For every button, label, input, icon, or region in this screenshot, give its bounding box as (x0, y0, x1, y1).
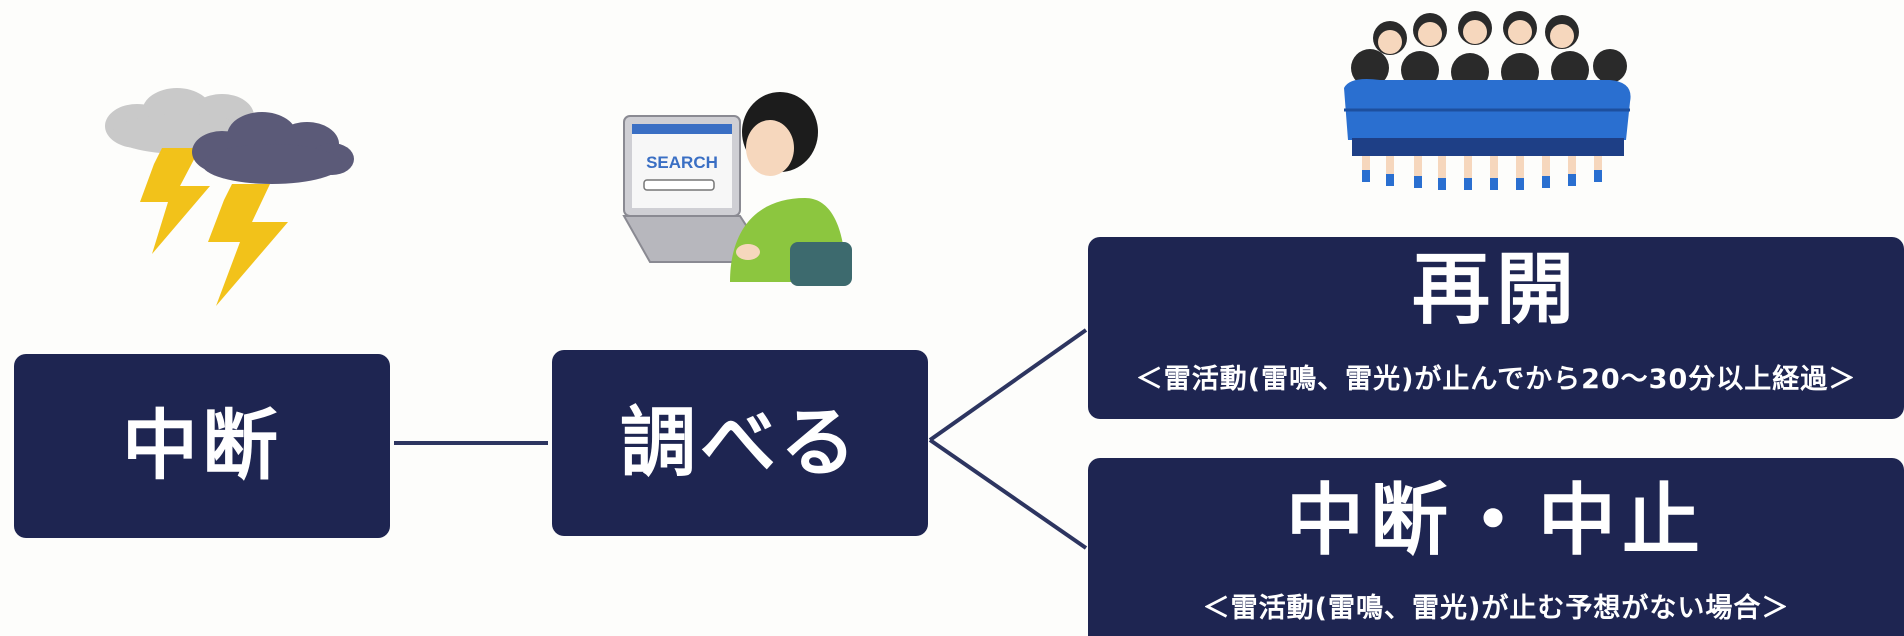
person-searching-laptop-icon: SEARCH (622, 92, 852, 286)
chair-back (790, 242, 852, 286)
outcome-stop-condition: ＜雷活動(雷鳴、雷光)が止む予想がない場合＞ (1202, 593, 1790, 624)
step-chudan-box: 中断 (14, 354, 390, 538)
gray-cloud (105, 88, 254, 154)
team-legs (1362, 156, 1602, 186)
person-hand (736, 244, 760, 260)
team-huddle-icon (1344, 11, 1631, 190)
connector-to-saikai (928, 328, 1088, 442)
outcome-resume-box: 再開 ＜雷活動(雷鳴、雷光)が止んでから20～30分以上経過＞ (1088, 237, 1904, 419)
outcome-resume-title: 再開 (1411, 245, 1580, 335)
step-shiraberu-label: 調べる (620, 398, 860, 487)
team-shorts (1352, 138, 1624, 156)
outcome-stop-title: 中断・中止 (1285, 476, 1706, 566)
outcome-stop-box: 中断・中止 ＜雷活動(雷鳴、雷光)が止む予想がない場合＞ (1088, 458, 1904, 636)
step-shiraberu-box: 調べる (552, 350, 928, 536)
lightning-bolt-left (140, 148, 210, 254)
team-socks (1362, 170, 1602, 190)
thunderstorm-icon (105, 88, 354, 306)
connector-to-chushi (928, 438, 1088, 550)
laptop-search-text: SEARCH (646, 153, 718, 172)
outcome-resume-condition: ＜雷活動(雷鳴、雷光)が止んでから20～30分以上経過＞ (1135, 364, 1857, 395)
lightning-bolt-right (208, 184, 288, 306)
person-face (746, 120, 794, 176)
dark-cloud (192, 112, 354, 184)
step-chudan-label: 中断 (122, 401, 282, 490)
back-row-players (1373, 11, 1579, 55)
